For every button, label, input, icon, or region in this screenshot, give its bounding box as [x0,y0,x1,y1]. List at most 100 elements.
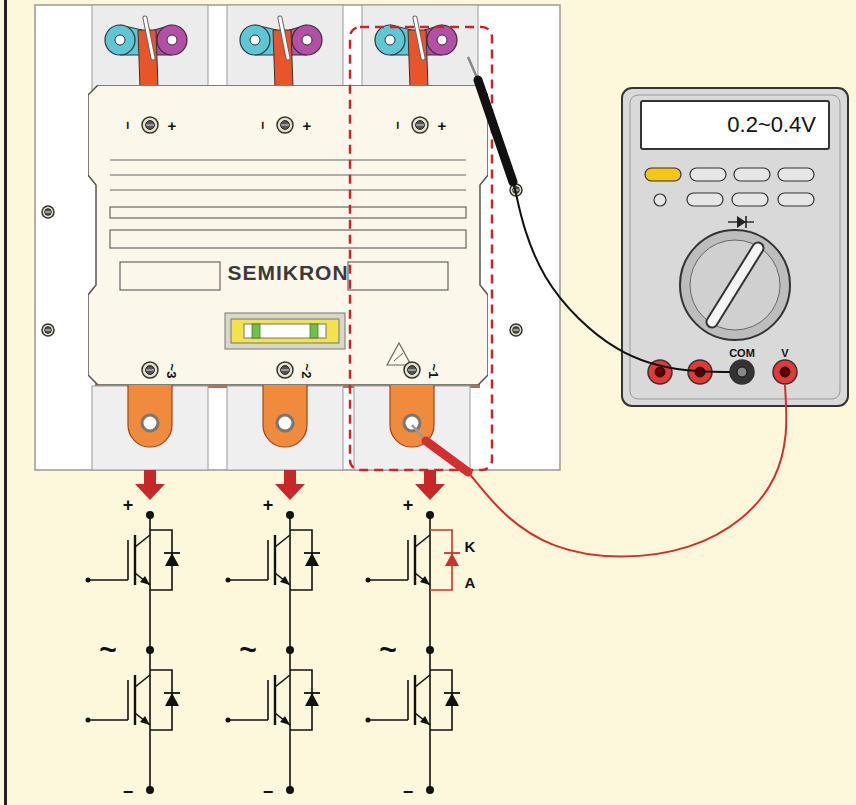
gate-terminal [366,718,371,723]
jack-socket [655,367,665,377]
node-dot [146,786,154,794]
screw-head [142,117,158,133]
diode-mode-symbol [745,216,747,228]
emitter-lead [415,573,430,585]
collector-lead [415,675,430,687]
fuse-holder [231,319,339,343]
input-jack [773,360,797,384]
emitter-arrow [420,576,430,585]
meter-button [645,168,681,181]
collector-lead [275,675,290,687]
gate-terminal [86,718,91,723]
terminal-hole [167,35,177,45]
half-bridge-schematic [226,511,321,794]
rail-sign: + [123,496,134,514]
gate-bar [267,540,269,580]
screw-slot [408,370,416,371]
arrow-head [135,484,165,500]
gate-terminal [226,718,231,723]
plus-terminal [292,25,322,55]
diode-cathode-bar [164,552,180,554]
screw-slot [513,190,519,191]
node-dot [146,511,154,519]
housing-rib [110,207,466,218]
screw-slot [281,121,290,130]
meter-button [690,168,726,181]
black-probe [478,80,513,182]
fuse [244,324,326,338]
jack-socket [780,367,790,377]
jack-label: COM [729,348,755,359]
emitter-arrow [140,716,150,725]
screw-slot [416,121,425,130]
dial-pointer [712,248,758,322]
screw-slot [45,212,51,213]
gate-bar [407,540,409,580]
arrow-shaft [424,470,436,485]
screw-slot [146,121,155,130]
diode-cathode-bar [304,692,320,694]
diode-cathode-bar [444,692,460,694]
meter-button [778,193,814,206]
input-jack [648,360,672,384]
rail-sign: − [263,783,274,801]
gate-lead [88,719,128,721]
terminal-block [227,5,343,90]
screw-slot [513,327,520,334]
brand-logo: SEMIKRON [227,261,348,285]
probe-tip [412,425,426,441]
emitter-lead [275,573,290,585]
node-dot [146,646,154,654]
screw-slot [45,330,51,331]
label-field [120,262,220,290]
screw-head [277,362,293,378]
screw-slot [416,125,424,126]
arrow-shaft [284,470,296,485]
collector-lead [135,535,150,547]
gate-terminal [86,578,91,583]
module-housing: SEMIKRON [88,85,488,385]
channel-bar [134,675,136,725]
rail-sign: − [123,783,134,801]
screw-head [510,324,522,336]
diode-symbol [165,553,179,566]
rail-sign: − [403,783,414,801]
gate-lead [228,579,268,581]
terminal-block [362,5,478,90]
fuse-clip [252,324,260,338]
screw-slot [281,125,289,126]
probe-tip [468,57,478,80]
baseplate [35,5,560,470]
screw-head [42,324,54,336]
ac-terminal-tab [263,384,307,447]
diode-mode-symbol [737,216,746,228]
emitter-arrow [280,576,290,585]
display-reading: 0.2~0.4V [727,112,816,138]
terminal-hole [115,35,125,45]
node-dot [426,511,434,519]
insulator-strip [415,18,423,58]
terminal-hole [277,415,293,431]
emitter-lead [135,573,150,585]
gate-bar [407,680,409,720]
terminal-hole [404,415,420,431]
housing-rib [110,159,466,160]
margin-bar [4,0,7,805]
arrow-shaft [144,470,156,485]
gate-lead [88,579,128,581]
selector-dial [680,230,790,340]
red-probe [426,441,468,472]
screw-slot [45,209,52,216]
diode-symbol [305,693,319,706]
diode-symbol [445,553,459,566]
gate-bar [127,680,129,720]
channel-bar [274,675,276,725]
ac-terminal-tab [128,384,172,447]
esd-symbol [387,343,411,365]
dial-pointer [712,248,758,322]
screw-slot [513,187,520,194]
housing-rib [110,174,466,175]
label-field [348,262,448,290]
multimeter-body [622,88,848,406]
